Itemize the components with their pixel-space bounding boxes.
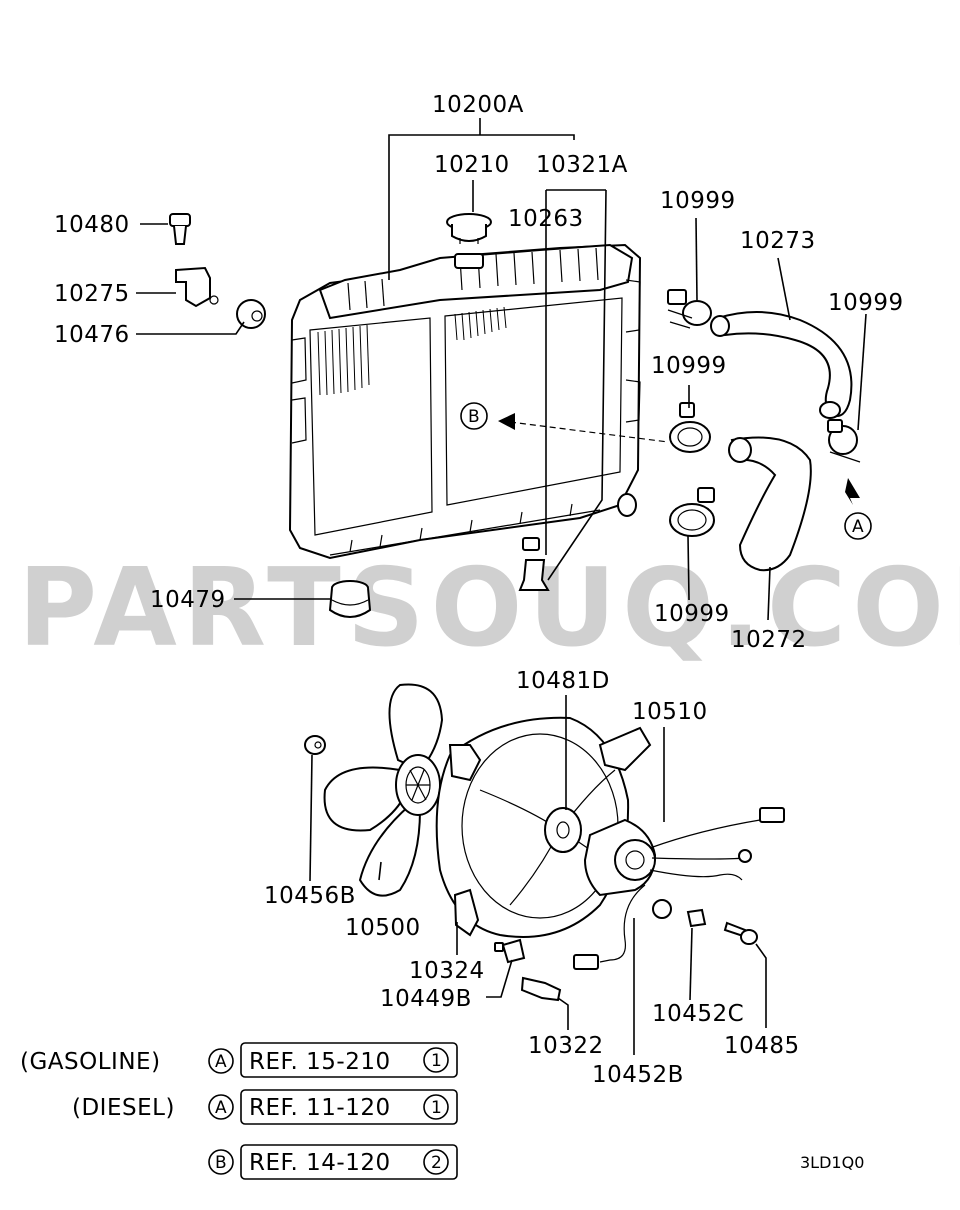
grommet-icon xyxy=(236,299,266,329)
callout-10500[interactable]: 10500 xyxy=(345,915,421,941)
callout-10275[interactable]: 10275 xyxy=(54,281,130,307)
callout-10999-mid[interactable]: 10999 xyxy=(651,353,727,379)
collar-icon xyxy=(652,899,672,919)
reference-row: B REF. 14-120 2 xyxy=(208,1144,458,1180)
reference-link[interactable]: REF. 15-210 xyxy=(249,1049,391,1075)
callout-10200a[interactable]: 10200A xyxy=(432,92,524,118)
reference-condition: (GASOLINE) xyxy=(20,1049,161,1075)
sensor-icon xyxy=(494,938,526,964)
plug-bolt-icon xyxy=(169,213,191,245)
reference-marker: A xyxy=(215,1098,227,1118)
reference-condition: (DIESEL) xyxy=(72,1095,175,1121)
watermark: PARTSOUQ.COM xyxy=(18,546,960,671)
insulator-icon xyxy=(328,580,372,618)
nut-icon xyxy=(304,735,326,755)
callout-10210[interactable]: 10210 xyxy=(434,152,510,178)
callout-10321a[interactable]: 10321A xyxy=(536,152,628,178)
bolt-icon xyxy=(723,921,758,945)
callout-10456b[interactable]: 10456B xyxy=(264,883,356,909)
radiator-drawing xyxy=(288,243,642,560)
radiator-cap-icon xyxy=(446,213,492,244)
fan-blade-icon xyxy=(323,683,444,897)
reference-number: 1 xyxy=(431,1098,442,1118)
callout-10452b[interactable]: 10452B xyxy=(592,1062,684,1088)
callout-10999-low[interactable]: 10999 xyxy=(654,601,730,627)
reference-number: 1 xyxy=(431,1051,442,1071)
reference-marker: B xyxy=(215,1153,227,1173)
fan-shroud-icon xyxy=(435,716,652,938)
marker-a: A xyxy=(844,512,872,540)
callout-10449b[interactable]: 10449B xyxy=(380,986,472,1012)
callout-10999-right[interactable]: 10999 xyxy=(828,290,904,316)
reference-number: 2 xyxy=(431,1153,442,1173)
fan-motor-icon xyxy=(583,818,657,897)
hose-clamp-icon xyxy=(827,419,861,463)
callout-10263[interactable]: 10263 xyxy=(508,206,584,232)
callout-10272[interactable]: 10272 xyxy=(731,627,807,653)
hose-clamp-icon xyxy=(669,402,711,453)
callout-10324[interactable]: 10324 xyxy=(409,958,485,984)
hose-clamp-icon xyxy=(669,487,715,537)
diagram-code: 3LD1Q0 xyxy=(800,1153,864,1172)
reference-marker: A xyxy=(215,1052,227,1072)
callout-10480[interactable]: 10480 xyxy=(54,212,130,238)
bracket-icon xyxy=(175,266,219,308)
reference-link[interactable]: REF. 11-120 xyxy=(249,1095,391,1121)
callout-10452c[interactable]: 10452C xyxy=(652,1001,744,1027)
drain-cock-icon xyxy=(518,537,550,591)
callout-10322[interactable]: 10322 xyxy=(528,1033,604,1059)
lower-hose-icon xyxy=(728,436,812,572)
upper-hose-icon xyxy=(710,311,853,419)
svg-text:A: A xyxy=(852,517,864,537)
callout-10476[interactable]: 10476 xyxy=(54,322,130,348)
callout-10479[interactable]: 10479 xyxy=(150,587,226,613)
spacer-icon xyxy=(686,908,707,928)
reference-row: (GASOLINE) A REF. 15-210 1 xyxy=(20,1042,458,1078)
reference-row: (DIESEL) A REF. 11-120 1 xyxy=(72,1089,458,1125)
hose-clamp-icon xyxy=(667,289,712,329)
callout-10510[interactable]: 10510 xyxy=(632,699,708,725)
svg-text:B: B xyxy=(468,407,480,427)
callout-10481d[interactable]: 10481D xyxy=(516,668,610,694)
wire-harness-icon xyxy=(573,807,785,970)
callout-10485[interactable]: 10485 xyxy=(724,1033,800,1059)
callout-10273[interactable]: 10273 xyxy=(740,228,816,254)
reference-link[interactable]: REF. 14-120 xyxy=(249,1150,391,1176)
thermo-switch-icon xyxy=(520,976,562,1002)
callout-10999-top[interactable]: 10999 xyxy=(660,188,736,214)
marker-b: B xyxy=(460,402,488,430)
leader-lines xyxy=(136,118,867,1055)
